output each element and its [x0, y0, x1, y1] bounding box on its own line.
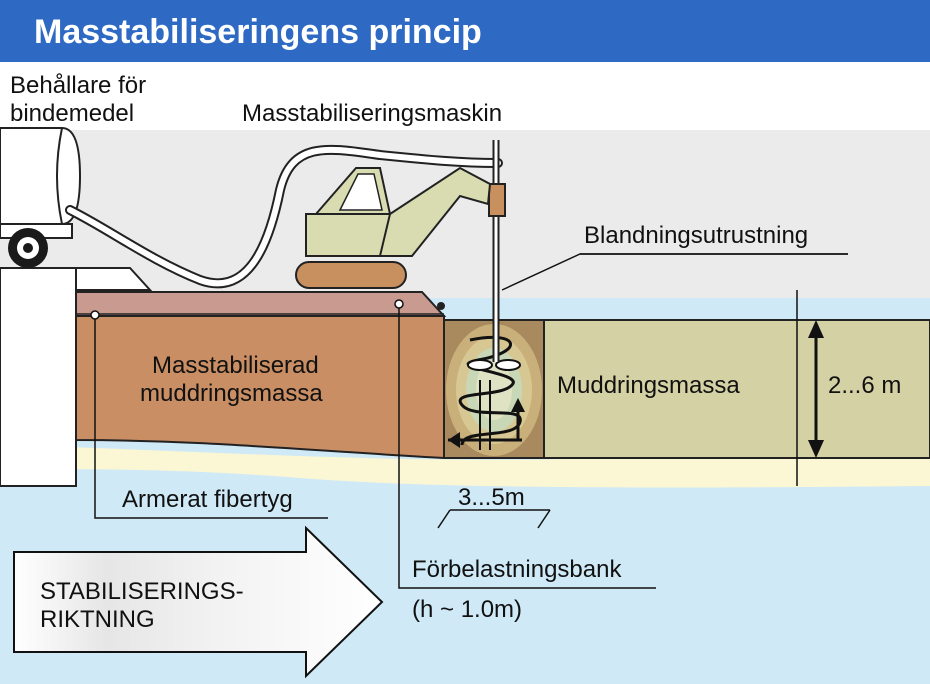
fabric-leader — [94, 319, 328, 519]
sky-band — [0, 62, 930, 130]
depth-dimension — [796, 290, 824, 486]
mixing-equipment-label: Blandningsutrustning — [584, 222, 809, 249]
mixing-zone — [443, 319, 545, 459]
step-width-dimension — [437, 509, 551, 529]
rod-clamp — [488, 183, 506, 217]
binder-container — [0, 127, 82, 268]
direction-label-line1: STABILISERINGS- — [40, 578, 244, 605]
preload-leader — [398, 308, 656, 589]
preload-bank — [75, 291, 447, 317]
machine-tracks — [295, 261, 407, 289]
page-title: Masstabiliseringens princip — [34, 13, 482, 51]
stabilizing-machine — [295, 166, 492, 289]
stabilized-mass-label-line1: Masstabiliserad — [152, 352, 319, 379]
container-label-line1: Behållare för — [10, 72, 147, 99]
fabric-anchor — [437, 302, 445, 310]
dredged-mass — [543, 319, 930, 459]
machine-label: Masstabiliseringsmaskin — [242, 100, 503, 127]
preload-bank-label: Förbelastningsbank — [412, 556, 622, 583]
direction-arrow — [13, 525, 384, 679]
quay-wall — [0, 267, 77, 487]
depth-label: 2...6 m — [828, 372, 902, 399]
sky-gradient — [0, 130, 930, 300]
step-width-label: 3...5m — [458, 484, 525, 511]
container-label-line2: bindemedel — [10, 100, 135, 127]
fabric-marker — [90, 310, 100, 320]
direction-label-line2: RIKTNING — [40, 606, 155, 633]
stabilized-mass — [75, 315, 445, 460]
title-banner: Masstabiliseringens princip — [0, 0, 930, 62]
preload-height-label: (h ~ 1.0m) — [412, 596, 523, 623]
fabric-label: Armerat fibertyg — [122, 486, 293, 513]
quay-ramp — [75, 267, 153, 291]
seabed-sand — [0, 445, 930, 488]
stabilized-mass-label-line2: muddringsmassa — [140, 380, 323, 407]
dredged-mass-label: Muddringsmassa — [557, 372, 740, 399]
binder-hose — [65, 144, 503, 289]
preload-marker — [394, 299, 404, 309]
